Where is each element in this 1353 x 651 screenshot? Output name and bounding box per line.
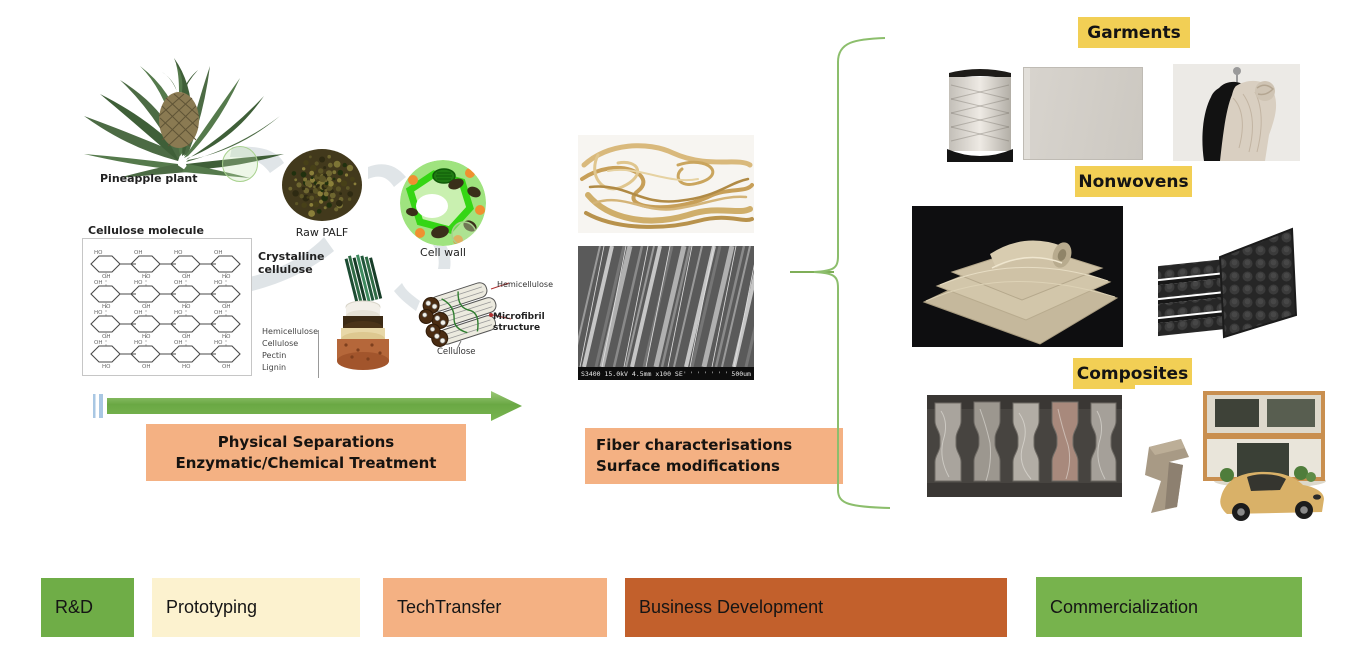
composite-applications-photo (1135, 385, 1330, 525)
fabric-swatch-edge (1024, 68, 1030, 159)
sem-photo: S3400 15.0kV 4.5mm x100 SE ''''''' 500um (578, 246, 754, 380)
stage2-label-box: Fiber characterisations Surface modifica… (585, 428, 843, 484)
process-arrow (93, 391, 522, 421)
mannequin-photo (1173, 64, 1300, 161)
cellulose-molecule-label: Cellulose molecule (88, 224, 204, 237)
fiber-layer-label-lignin: Lignin (262, 363, 287, 372)
svg-text:HO: HO (102, 364, 111, 370)
svg-text:OH: OH (214, 250, 222, 256)
cellulose-molecule-box: HOOHOHHOHOOHOHHOOHHOHOOHOHHOHOOHHOOHOHHO… (82, 238, 252, 376)
fiber-layer-label-pectin: Pectin (262, 351, 287, 360)
svg-text:HO: HO (94, 250, 103, 256)
pineapple-plant-label: Pineapple plant (100, 172, 198, 185)
fiber-layer-leader-line (318, 330, 319, 378)
sem-caption-left: S3400 15.0kV 4.5mm x100 SE (581, 369, 683, 378)
svg-text:OH: OH (134, 250, 142, 256)
acoustic-foam-photo (1150, 205, 1302, 347)
svg-text:OH: OH (214, 310, 222, 316)
svg-text:OH: OH (142, 364, 150, 370)
yarn-spool-photo (947, 65, 1013, 162)
cell-wall-photo (400, 160, 486, 246)
svg-text:HO: HO (214, 340, 223, 346)
stage1-label-box: Physical Separations Enzymatic/Chemical … (146, 424, 466, 481)
svg-text:HO: HO (182, 304, 191, 310)
svg-text:HO: HO (174, 310, 183, 316)
sem-caption-ticks: ''''''' (682, 369, 732, 378)
tensile-specimens-photo (927, 395, 1122, 497)
timeline-box-rd: R&D (41, 578, 134, 637)
fiber-layer-label-cellulose: Cellulose (262, 339, 299, 348)
svg-text:HO: HO (134, 280, 143, 286)
fiber-layers-illustration (337, 254, 389, 370)
connector-swooshes (230, 146, 451, 311)
arrow-start-bar-2 (99, 394, 103, 418)
svg-text:HO: HO (134, 340, 143, 346)
palf-fiber-photo (578, 135, 754, 233)
garments-label: Garments (1078, 17, 1190, 48)
felt-mats-photo (912, 206, 1123, 347)
svg-text:HO: HO (102, 304, 111, 310)
svg-text:HO: HO (182, 364, 191, 370)
timeline-box-techtransfer: TechTransfer (383, 578, 607, 637)
garments-label-text: Garments (1087, 22, 1181, 43)
sem-fibers-art (578, 246, 754, 367)
brace-connector (790, 37, 891, 509)
microfibril-structure-label: Microfibril structure (493, 312, 545, 333)
svg-text:HO: HO (142, 274, 151, 280)
magnifier-circle (222, 146, 258, 182)
fiber-layer-label-hemicellulose: Hemicellulose (262, 327, 318, 336)
fabric-swatch-photo (1023, 67, 1143, 160)
svg-text:OH: OH (222, 364, 230, 370)
composites-label-text: Composites (1076, 363, 1189, 384)
svg-text:HO: HO (142, 334, 151, 340)
sem-caption-right: 500um (731, 369, 751, 378)
raw-palf-label: Raw PALF (295, 226, 349, 239)
svg-text:OH: OH (174, 280, 182, 286)
svg-text:HO: HO (94, 310, 103, 316)
svg-text:HO: HO (174, 250, 183, 256)
cell-wall-label: Cell wall (420, 246, 466, 259)
svg-text:OH: OH (94, 340, 102, 346)
svg-text:OH: OH (134, 310, 142, 316)
microfibril-cellulose-label: Cellulose (437, 347, 476, 357)
svg-text:HO: HO (222, 274, 231, 280)
nonwovens-label-text: Nonwovens (1078, 171, 1189, 192)
svg-text:HO: HO (214, 280, 223, 286)
crystalline-cellulose-label: Crystalline cellulose (258, 250, 325, 276)
arrow-start-bar-1 (93, 394, 96, 418)
svg-text:OH: OH (174, 340, 182, 346)
nonwovens-label: Nonwovens (1075, 166, 1192, 197)
timeline-box-business-development: Business Development (625, 578, 1007, 637)
timeline-box-commercialization: Commercialization (1036, 577, 1302, 637)
composites-label: Composites (1073, 358, 1192, 389)
sem-caption-bar: S3400 15.0kV 4.5mm x100 SE ''''''' 500um (578, 367, 754, 380)
timeline-box-prototyping: Prototyping (152, 578, 360, 637)
cellulose-molecule-art: HOOHOHHOHOOHOHHOOHHOHOOHOHHOHOOHHOOHOHHO… (90, 250, 241, 370)
raw-palf-texture (282, 149, 362, 221)
svg-text:HO: HO (222, 334, 231, 340)
microfibril-illustration (418, 282, 512, 350)
svg-text:OH: OH (94, 280, 102, 286)
microfibril-hemicellulose-label: Hemicellulose (497, 280, 553, 289)
